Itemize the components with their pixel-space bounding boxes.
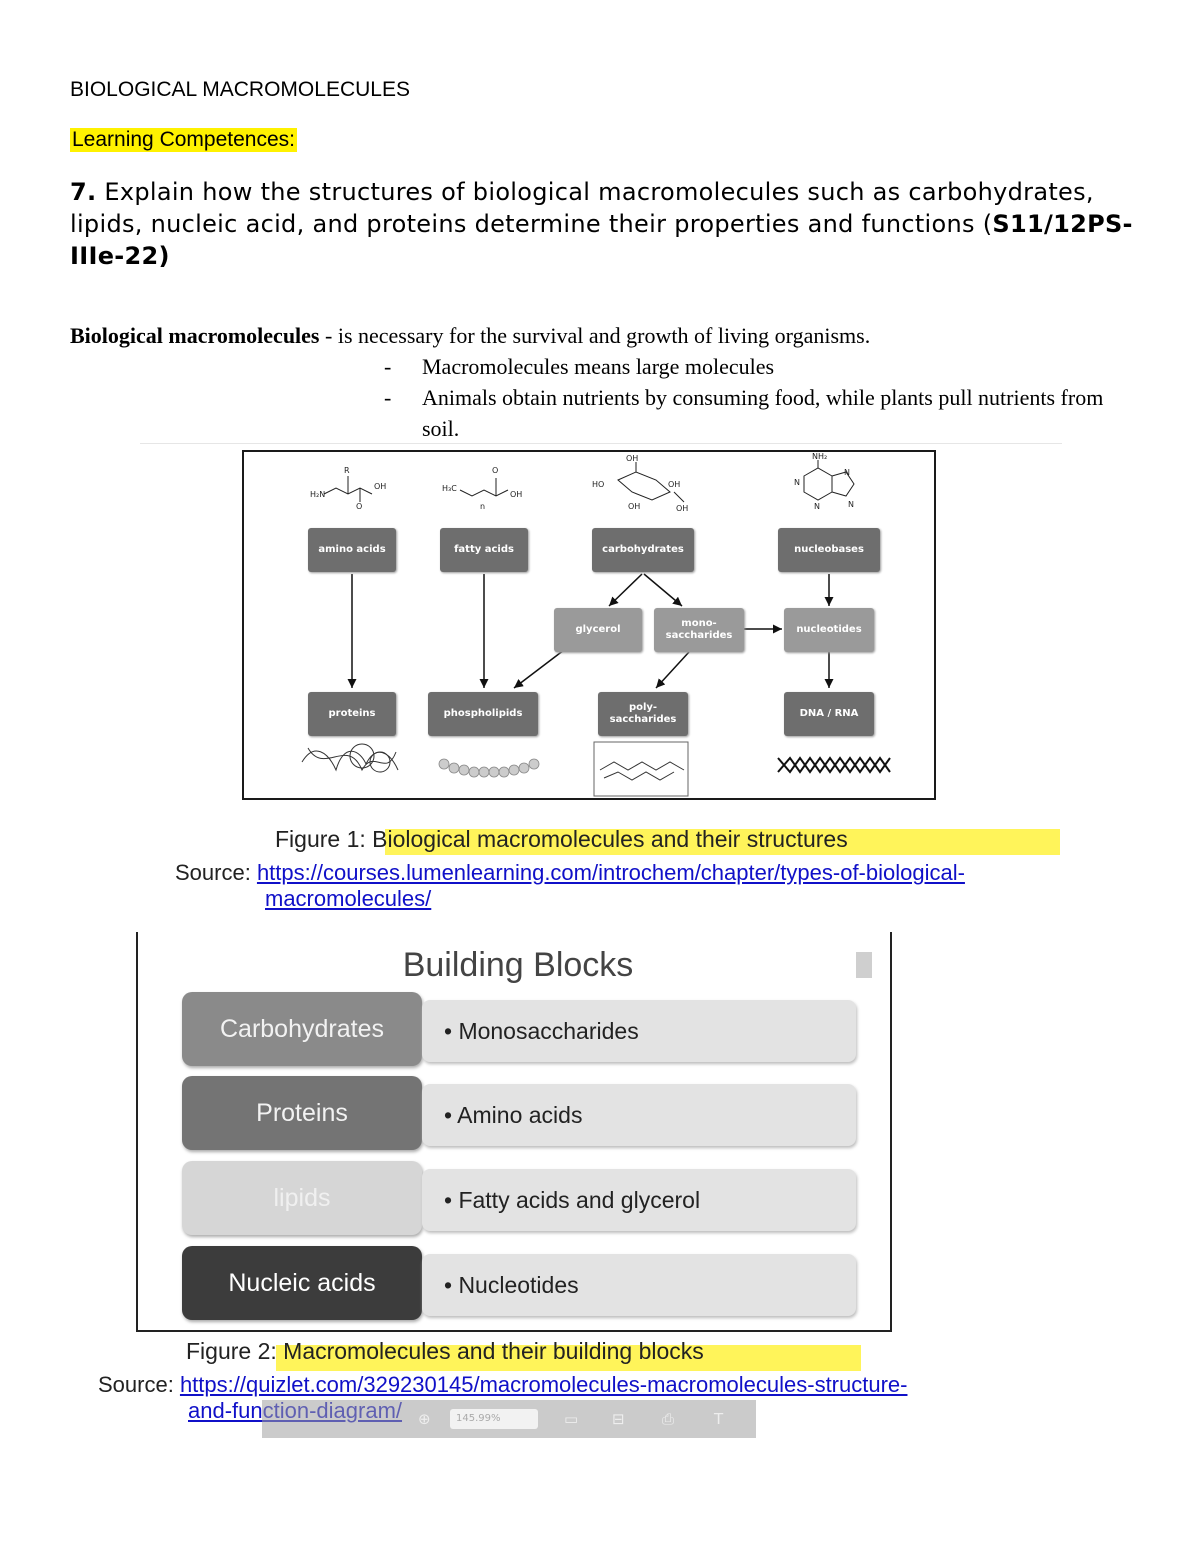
row-label: Carbohydrates — [182, 992, 422, 1066]
chem-label: H₂N — [310, 490, 326, 499]
scrollbar-thumb — [856, 952, 872, 978]
dna-helix-icon — [777, 756, 891, 774]
chem-label: n — [480, 502, 486, 511]
molecule-drawings — [323, 460, 855, 503]
figure1-connectors — [301, 460, 891, 797]
save-icon[interactable]: ⊟ — [612, 1410, 625, 1428]
zoom-level-select[interactable]: 145.99% — [450, 1409, 538, 1429]
building-block-row: Proteins • Amino acids — [182, 1076, 858, 1150]
source-link[interactable]: https://courses.lumenlearning.com/introc… — [256, 860, 965, 885]
phospholipid-layer-icon — [438, 758, 540, 778]
print-icon[interactable]: ⎙ — [662, 1410, 675, 1428]
objective-text: Explain how the structures of biological… — [70, 178, 1094, 238]
source-link[interactable]: https://quizlet.com/329230145/macromolec… — [179, 1372, 908, 1397]
bullet-text: Macromolecules means large molecules — [422, 354, 775, 379]
chem-label: OH — [628, 502, 641, 511]
definition-term: Biological macromolecules — [70, 323, 320, 348]
protein-structure-icon — [301, 743, 399, 773]
source-link-continued[interactable]: macromolecules/ — [265, 886, 432, 911]
bullet-item: - Macromolecules means large molecules — [384, 351, 1124, 382]
fit-page-icon[interactable]: ▭ — [564, 1410, 579, 1428]
row-value: • Amino acids — [422, 1084, 856, 1146]
definition: Biological macromolecules - is necessary… — [70, 320, 870, 351]
figure2-building-blocks: Building Blocks Carbohydrates • Monosacc… — [136, 932, 892, 1332]
chem-label: NH₂ — [812, 452, 828, 461]
caption-prefix: Figure 2 — [186, 1338, 271, 1364]
document-heading: BIOLOGICAL MACROMOLECULES — [70, 78, 410, 101]
caption-prefix: Figure 1: — [275, 826, 373, 852]
viewer-toolbar: ⊕ 145.99% ▭ ⊟ ⎙ T — [262, 1400, 756, 1438]
row-value: • Nucleotides — [422, 1254, 856, 1316]
learning-objective: 7. Explain how the structures of biologi… — [70, 176, 1150, 272]
learning-competences-label: Learning Competences: — [70, 128, 297, 152]
source-label: Source: — [175, 860, 257, 885]
row-label: Proteins — [182, 1076, 422, 1150]
chem-label: H₃C — [442, 484, 457, 493]
chem-label: O — [356, 502, 363, 511]
divider — [140, 443, 1062, 444]
building-block-row: lipids • Fatty acids and glycerol — [182, 1161, 858, 1235]
building-blocks-title: Building Blocks — [402, 946, 634, 984]
chem-label: OH — [668, 480, 681, 489]
bullet-dash: - — [384, 385, 392, 410]
node-carbohydrates: carbohydrates — [592, 528, 694, 572]
chem-label: HO — [592, 480, 605, 489]
caption-text: Biological macromolecules and their stru… — [372, 826, 848, 852]
figure1-diagram: R H₂N OH O H₃C O OH n OH HO OH OH OH NH₂… — [242, 450, 936, 800]
bullet-dash: - — [384, 354, 392, 379]
polysaccharide-structure-icon — [593, 741, 689, 797]
objective-code: S11/12PS-IIIe-22) — [70, 210, 1133, 270]
chem-label: OH — [510, 490, 523, 499]
building-block-row: Carbohydrates • Monosaccharides — [182, 992, 858, 1066]
structure-illustrations — [301, 741, 891, 797]
chem-label: OH — [374, 482, 387, 491]
node-polysaccharides: poly- saccharides — [598, 692, 688, 736]
chem-label: N — [848, 500, 854, 509]
definition-text: - is necessary for the survival and grow… — [319, 323, 871, 348]
source-label: Source: — [98, 1372, 180, 1397]
caption-text: : Macromolecules and their building bloc… — [270, 1338, 704, 1364]
figure1-caption: Figure 1: Biological macromolecules and … — [275, 826, 1060, 855]
figure1-source: Source: https://courses.lumenlearning.co… — [175, 860, 965, 912]
caption-highlight — [385, 829, 1060, 855]
chem-label: N — [794, 478, 800, 487]
node-amino-acids: amino acids — [308, 528, 396, 572]
node-phospholipids: phospholipids — [428, 692, 538, 736]
row-value: • Fatty acids and glycerol — [422, 1169, 856, 1231]
row-label: lipids — [182, 1161, 422, 1235]
row-value: • Monosaccharides — [422, 1000, 856, 1062]
chem-label: O — [492, 466, 499, 475]
chem-label: OH — [626, 454, 639, 463]
zoom-in-icon[interactable]: ⊕ — [418, 1410, 431, 1428]
building-block-row: Nucleic acids • Nucleotides — [182, 1246, 858, 1320]
node-monosaccharides: mono- saccharides — [654, 608, 744, 652]
row-label: Nucleic acids — [182, 1246, 422, 1320]
node-nucleotides: nucleotides — [784, 608, 874, 652]
node-fatty-acids: fatty acids — [440, 528, 528, 572]
node-glycerol: glycerol — [554, 608, 642, 652]
caption-highlight — [276, 1345, 861, 1371]
figure2-caption: Figure 2: Macromolecules and their build… — [186, 1338, 861, 1371]
bullet-text: Animals obtain nutrients by consuming fo… — [422, 385, 1104, 441]
chem-label: N — [844, 468, 850, 477]
node-proteins: proteins — [308, 692, 396, 736]
chem-label: R — [344, 466, 350, 475]
chem-label: N — [814, 502, 820, 511]
chem-label: OH — [676, 504, 689, 513]
node-dna-rna: DNA / RNA — [784, 692, 874, 736]
bullet-item: - Animals obtain nutrients by consuming … — [384, 382, 1124, 444]
text-tool-icon[interactable]: T — [714, 1410, 724, 1428]
node-nucleobases: nucleobases — [778, 528, 880, 572]
objective-number: 7. — [70, 178, 97, 206]
